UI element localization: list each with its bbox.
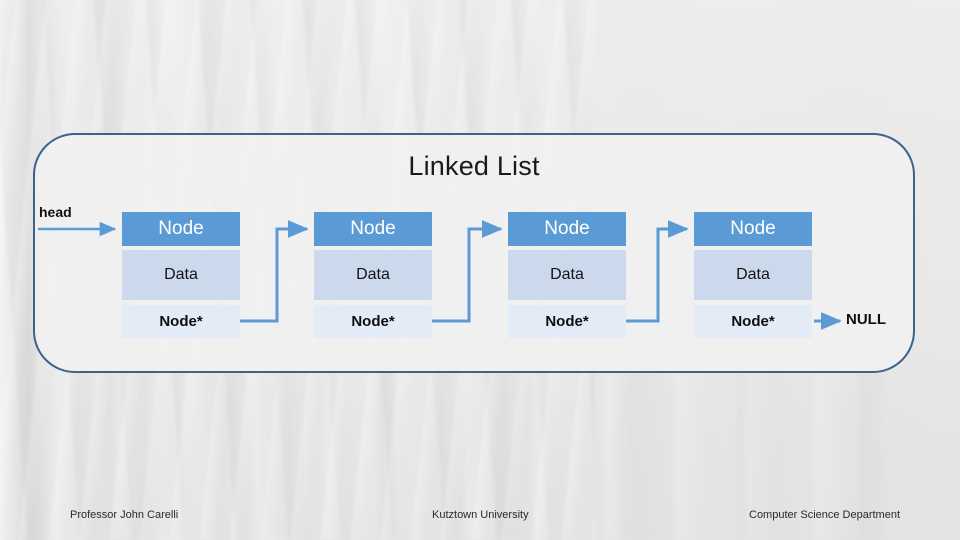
node-1-pointer: Node*: [122, 305, 240, 338]
page-title: Linked List: [408, 151, 540, 181]
node-2-header: Node: [314, 212, 432, 246]
node-4-header: Node: [694, 212, 812, 246]
node-3-header: Node: [508, 212, 626, 246]
node-4-data: Data: [694, 250, 812, 300]
null-terminator-label: NULL: [846, 311, 886, 328]
node-1-header: Node: [122, 212, 240, 246]
linked-list-node-3: Node Data Node*: [508, 212, 626, 338]
node-1-data: Data: [122, 250, 240, 300]
node-3-pointer: Node*: [508, 305, 626, 338]
footer-author: Professor John Carelli: [70, 509, 179, 521]
footer-institution: Kutztown University: [432, 509, 529, 521]
node-2-pointer: Node*: [314, 305, 432, 338]
linked-list-node-2: Node Data Node*: [314, 212, 432, 338]
linked-list-node-1: Node Data Node*: [122, 212, 240, 338]
linked-list-node-4: Node Data Node*: [694, 212, 812, 338]
node-3-data: Data: [508, 250, 626, 300]
head-label: head: [39, 204, 72, 220]
footer-department: Computer Science Department: [749, 509, 901, 521]
node-4-pointer: Node*: [694, 305, 812, 338]
node-2-data: Data: [314, 250, 432, 300]
